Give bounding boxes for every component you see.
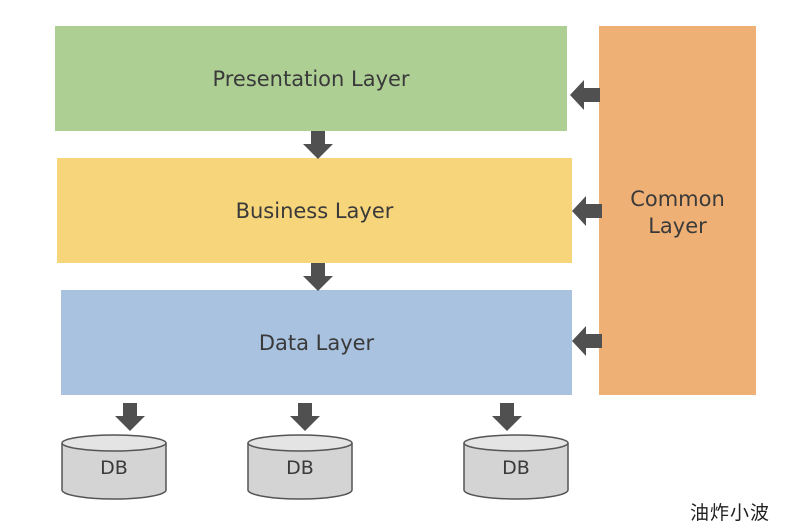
down-arrow-icon xyxy=(115,403,145,431)
common-layer-label-line1: Common xyxy=(630,186,725,211)
presentation-layer-label: Presentation Layer xyxy=(212,66,410,91)
data-layer-box: Data Layer xyxy=(61,290,572,395)
watermark-text: 油炸小波 xyxy=(690,502,771,524)
left-arrow-icon xyxy=(572,196,602,226)
down-arrow-icon xyxy=(290,403,320,431)
common-layer-label-line2: Layer xyxy=(648,213,707,238)
data-layer-label: Data Layer xyxy=(258,330,375,355)
database-label: DB xyxy=(286,457,314,479)
presentation-layer-box: Presentation Layer xyxy=(55,26,567,131)
database-icon xyxy=(247,434,353,500)
left-arrow-icon xyxy=(572,326,602,356)
database-icon xyxy=(463,434,569,500)
left-arrow-icon xyxy=(570,80,600,110)
database-label: DB xyxy=(502,457,530,479)
business-layer-label: Business Layer xyxy=(235,198,394,223)
down-arrow-icon xyxy=(303,131,333,159)
database-label: DB xyxy=(100,457,128,479)
down-arrow-icon xyxy=(492,403,522,431)
down-arrow-icon xyxy=(303,263,333,291)
business-layer-box: Business Layer xyxy=(57,158,572,263)
common-layer-box: Common Layer xyxy=(599,26,756,395)
database-icon xyxy=(61,434,167,500)
